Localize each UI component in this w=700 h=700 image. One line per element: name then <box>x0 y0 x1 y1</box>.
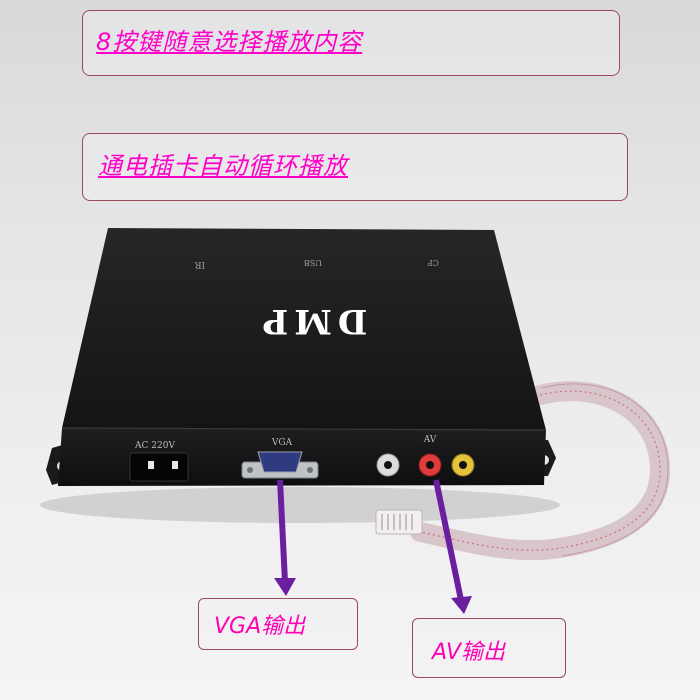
device-top-face <box>62 228 546 430</box>
av-output-label: AV输出 <box>432 640 506 665</box>
vga-connector-icon <box>241 451 319 479</box>
device-shadow <box>40 487 560 523</box>
ribbon-cable <box>375 381 671 561</box>
av-arrow-icon <box>433 479 472 614</box>
av-output-label-box <box>412 618 566 678</box>
ribbon-connector <box>375 509 423 535</box>
vga-port-label: VGA <box>271 438 293 448</box>
port-label-usb: USB <box>304 258 322 267</box>
av-port-label: AV <box>423 435 437 445</box>
power-port-label: AC 220V <box>134 441 175 451</box>
port-label-ir: IR <box>195 259 206 269</box>
feature-callout-buttons-text: 8按键随意选择播放内容 <box>96 28 363 56</box>
feature-callout-autoplay <box>82 133 628 201</box>
feature-callout-autoplay-text: 通电插卡自动循环播放 <box>98 152 348 180</box>
port-label-cf: CF <box>427 258 439 267</box>
av-rca-jacks-icon <box>376 453 475 477</box>
brand-logo: DMP <box>257 301 368 341</box>
vga-arrow-icon <box>274 479 296 596</box>
vga-output-label-box <box>198 598 358 650</box>
vga-output-label: VGA输出 <box>214 614 306 639</box>
power-socket-icon <box>129 452 189 482</box>
feature-callout-buttons <box>82 10 620 76</box>
